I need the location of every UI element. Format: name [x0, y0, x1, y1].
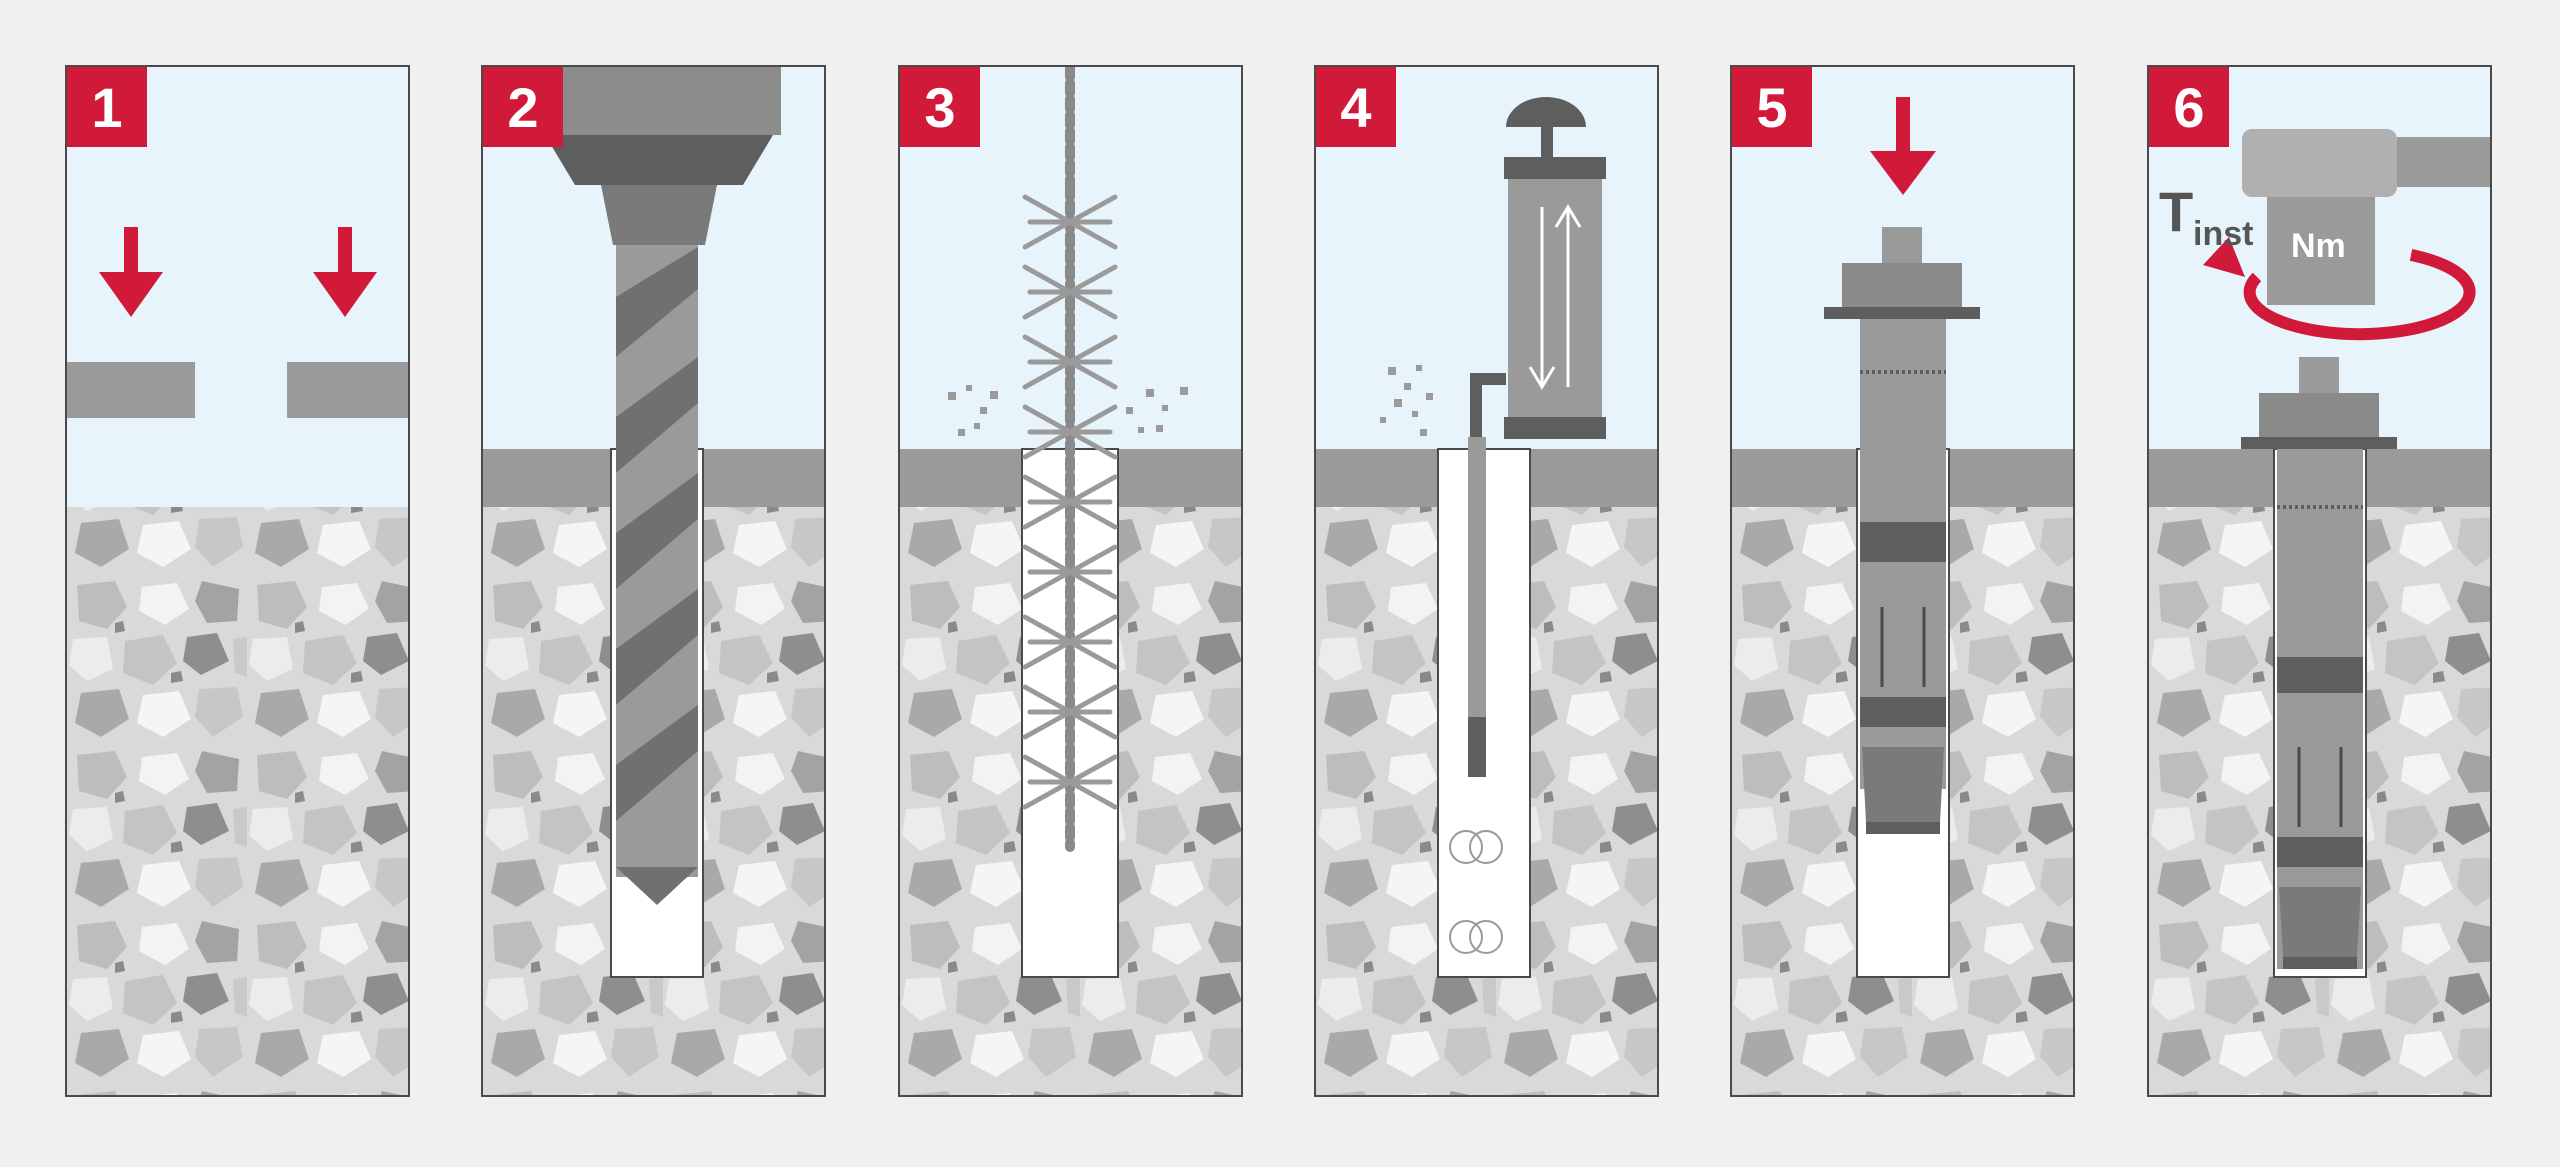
- arrow-down-icon: [1870, 97, 1936, 195]
- rotation-arrowhead-icon: [2203, 237, 2245, 277]
- cleaning-brush-icon: [1022, 67, 1118, 852]
- anchor-bolt-icon: [1824, 227, 1980, 834]
- rotation-arrow-icon: [2243, 249, 2476, 341]
- torque-wrench-icon: [2242, 129, 2490, 305]
- step-number-badge: 5: [1732, 67, 1812, 147]
- step-2-illustration: [483, 67, 824, 1095]
- step-panel-4: 4: [1314, 65, 1659, 1097]
- drill-machine-icon: [545, 67, 781, 245]
- step-panel-5: 5: [1730, 65, 2075, 1097]
- step-panel-3: 3: [898, 65, 1243, 1097]
- step-4-illustration: [1316, 97, 1657, 1095]
- torque-symbol: T: [2159, 180, 2194, 243]
- torque-unit-label: Nm: [2291, 227, 2346, 265]
- drill-bit-icon: [616, 245, 698, 905]
- arrow-down-icon: [313, 227, 377, 317]
- step-5-illustration: [1732, 97, 2073, 1095]
- fixture-plate-right: [287, 362, 408, 418]
- step-panel-2: 2: [481, 65, 826, 1097]
- air-swirl-icon: [1449, 830, 1503, 954]
- step-panel-1: 1: [65, 65, 410, 1097]
- step-number-badge: 4: [1316, 67, 1396, 147]
- dust-particles-icon: [948, 385, 1188, 436]
- step-number-badge: 6: [2149, 67, 2229, 147]
- step-3-illustration: [900, 67, 1241, 1095]
- torque-subscript: inst: [2193, 215, 2254, 253]
- step-1-illustration: [67, 227, 408, 1095]
- step-panel-6: 6 T inst Nm: [2147, 65, 2492, 1097]
- concrete-base: [67, 507, 408, 1095]
- dust-particles-icon: [1380, 365, 1433, 436]
- step-number-badge: 1: [67, 67, 147, 147]
- fixture-plate-left: [67, 362, 195, 418]
- step-number-badge: 3: [900, 67, 980, 147]
- blow-pump-icon: [1468, 97, 1606, 777]
- anchor-bolt-icon: [2241, 357, 2397, 969]
- step-6-illustration: [2149, 129, 2490, 1095]
- arrow-down-icon: [99, 227, 163, 317]
- step-number-badge: 2: [483, 67, 563, 147]
